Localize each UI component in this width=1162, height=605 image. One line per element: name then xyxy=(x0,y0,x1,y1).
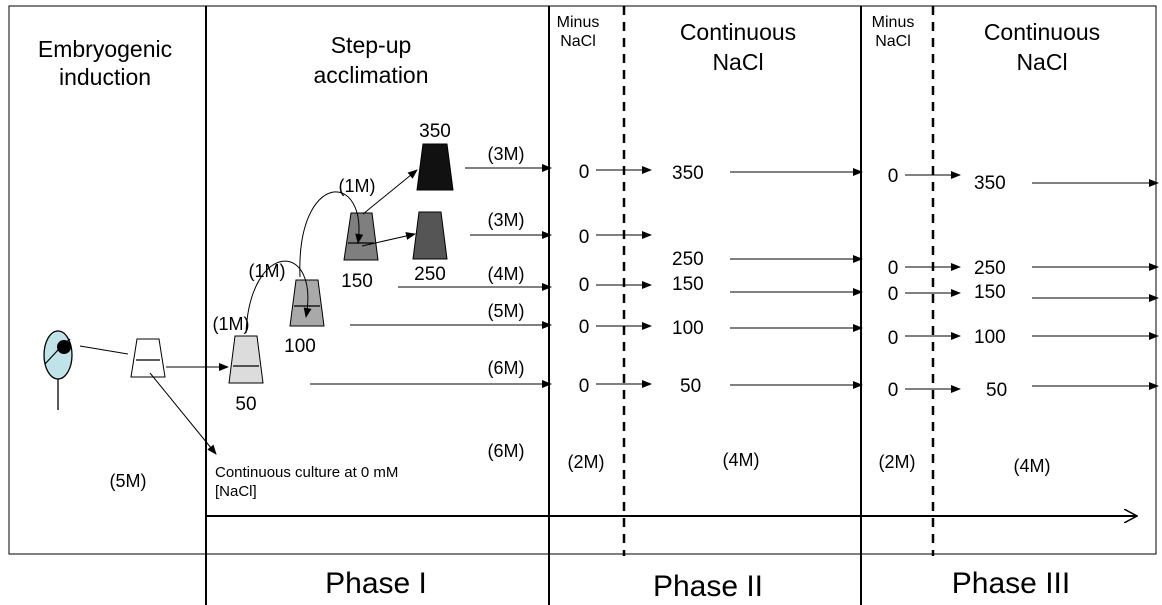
phase3-value-150: 150 xyxy=(974,282,1006,303)
phase3-value-250: 250 xyxy=(974,258,1006,279)
vessel-150-label: 150 xyxy=(341,271,373,292)
vessel-50: 50 xyxy=(228,335,264,415)
continuous-note-line2: [NaCl] xyxy=(215,483,257,500)
phase2-zero-350: 0 xyxy=(579,162,590,183)
transfer-arrow-150-250 xyxy=(361,232,416,247)
phase3-zero-50: 0 xyxy=(888,380,899,401)
phase2-zero-50: 0 xyxy=(579,376,590,397)
header-cont1-line1: Continuous xyxy=(680,19,796,45)
explant-icon xyxy=(43,330,73,410)
induction-to-continuous-arrow xyxy=(149,372,217,455)
phase2-zero-100: 0 xyxy=(579,317,590,338)
induction-vessel xyxy=(130,338,166,378)
phase3-value-50: 50 xyxy=(986,380,1007,401)
transfer-label-3: (1M) xyxy=(339,176,376,196)
stepup-duration-250: (3M) xyxy=(488,210,525,230)
stepup-duration-350: (3M) xyxy=(488,144,525,164)
phase3-row-50: 0 50 xyxy=(888,380,1159,401)
vessel-100-body xyxy=(289,279,325,327)
header-minus2-line2: NaCl xyxy=(875,33,911,50)
header-minus2-line1: Minus xyxy=(872,14,915,31)
phase3-row-100: 0 100 xyxy=(888,327,1159,349)
header-cont2-line1: Continuous xyxy=(984,19,1100,45)
vessel-250-body xyxy=(412,211,448,260)
explant-to-induction-line xyxy=(79,345,129,355)
vessel-100: 100 xyxy=(284,279,325,357)
phase3-zero-350: 0 xyxy=(888,166,899,187)
stepup-duration-150: (4M) xyxy=(488,264,525,284)
vessel-50-body xyxy=(228,335,264,384)
phase2-zero-250: 0 xyxy=(579,227,590,248)
phase2-row-150: 0 150 xyxy=(579,274,863,296)
continuous-note-line1: Continuous culture at 0 mM xyxy=(215,464,398,481)
header-minus1-line1: Minus xyxy=(557,14,600,31)
phase2-value-100: 100 xyxy=(672,318,704,339)
phase3-row-250: 0 250 xyxy=(888,258,1159,279)
header-cont1-line2: NaCl xyxy=(712,49,763,75)
transfer-curve-50-100 xyxy=(245,260,312,334)
phase2-value-350: 350 xyxy=(672,163,704,184)
phase3-row-350: 0 350 xyxy=(888,166,1159,194)
vessel-250: 250 xyxy=(412,211,448,285)
header-cont2-line2: NaCl xyxy=(1016,49,1067,75)
vessel-100-label: 100 xyxy=(284,336,316,357)
diagram-frame xyxy=(8,5,1157,555)
phase-label-3: Phase III xyxy=(952,567,1070,600)
duration-minus2: (2M) xyxy=(879,452,916,472)
vessel-150: 150 xyxy=(341,212,379,292)
vessel-50-label: 50 xyxy=(235,394,256,415)
transfer-label-2: (1M) xyxy=(249,261,286,281)
phase2-zero-150: 0 xyxy=(579,275,590,296)
phase-label-2: Phase II xyxy=(653,570,763,603)
header-embryogenic-line1: Embryogenic xyxy=(38,36,172,62)
header-minus1-line2: NaCl xyxy=(560,33,596,50)
transfer-curve-100-150 xyxy=(299,191,364,278)
phase2-value-150: 150 xyxy=(672,274,704,295)
phase2-value-250: 250 xyxy=(672,249,704,270)
duration-cont2: (4M) xyxy=(1014,456,1051,476)
header-embryogenic-line2: induction xyxy=(59,64,151,90)
phase3-value-100: 100 xyxy=(974,327,1006,348)
header-stepup-line2: acclimation xyxy=(313,62,428,88)
stepup-duration-50: (6M) xyxy=(488,358,525,378)
phase2-row-250: 0 250 xyxy=(579,227,863,270)
header-stepup-line1: Step-up xyxy=(331,32,412,58)
vessel-250-label: 250 xyxy=(414,264,446,285)
phase3-zero-250: 0 xyxy=(888,258,899,279)
phase2-row-100: 0 100 xyxy=(579,317,863,339)
vessel-350-body xyxy=(416,143,454,191)
phase2-value-50: 50 xyxy=(680,376,701,397)
phase3-zero-100: 0 xyxy=(888,328,899,349)
phase-label-1: Phase I xyxy=(325,567,427,600)
stepup-duration-100: (5M) xyxy=(488,301,525,321)
transfer-label-1: (1M) xyxy=(213,314,250,334)
phase3-zero-150: 0 xyxy=(888,284,899,305)
duration-cont1: (4M) xyxy=(723,450,760,470)
phase3-value-350: 350 xyxy=(974,173,1006,194)
phase3-row-150: 0 150 xyxy=(888,282,1159,305)
phase2-row-50: 0 50 xyxy=(579,376,863,397)
transfer-arrow-150-350 xyxy=(362,169,418,215)
duration-minus1: (2M) xyxy=(568,452,605,472)
duration-induction: (5M) xyxy=(110,471,147,491)
duration-stepup: (6M) xyxy=(488,441,525,461)
vessel-350: 350 xyxy=(416,121,454,191)
vessel-350-label: 350 xyxy=(419,121,451,142)
phase2-row-350: 0 350 xyxy=(579,162,863,184)
vessel-150-body xyxy=(343,212,379,261)
